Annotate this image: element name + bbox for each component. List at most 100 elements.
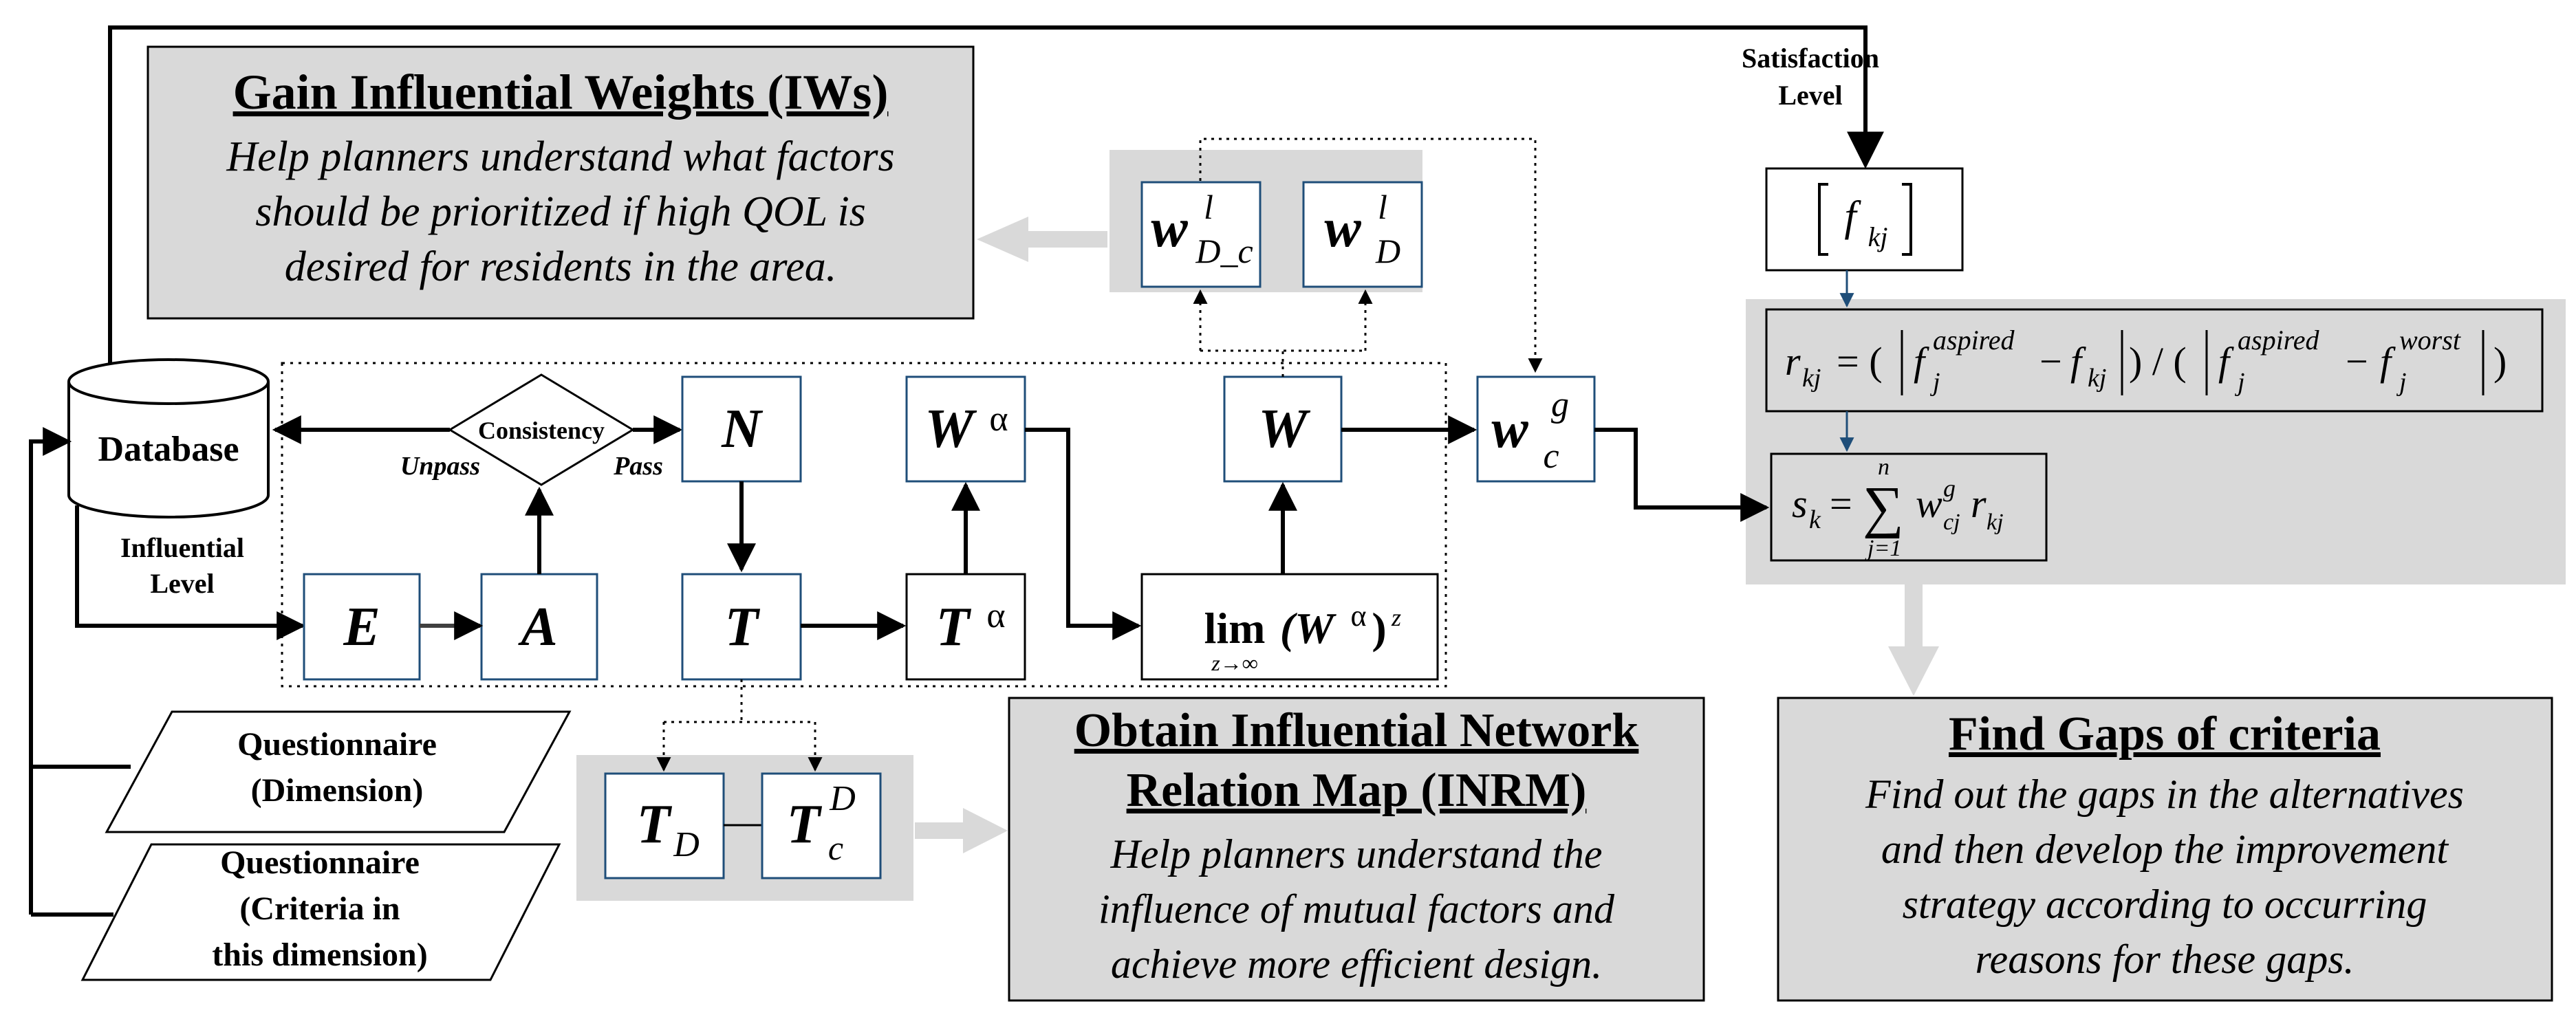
svg-text:r: r [1971,481,1987,526]
lim-w: (W [1280,604,1336,653]
svg-text:kj: kj [1987,510,2004,535]
svg-text:kj: kj [1802,364,1821,393]
t-symbol: T [725,597,761,657]
w-box [1223,375,1343,483]
e-symbol: E [343,597,380,657]
wcg-box [1476,375,1596,483]
svg-text:r: r [1785,339,1801,384]
svg-text:s: s [1792,481,1808,526]
pass-label: Pass [613,452,663,481]
lim-sub: z→∞ [1211,650,1257,675]
n-symbol: N [721,399,764,459]
walpha-to-lim-arrow [1025,428,1142,640]
lim-sup-z: z [1391,604,1401,631]
svg-text:w: w [1916,481,1942,526]
influential-label-1: Influential [120,532,244,563]
tcd-symbol: T [787,794,823,855]
wl-dc-sub: D_c [1195,232,1253,270]
satisfaction-arrow [108,25,1884,364]
unpass-label: Unpass [400,452,480,481]
svg-text:=: = [1830,481,1852,526]
gain-line-2: should be prioritized if high QOL is [255,188,866,235]
gain-weights-panel: Gain Influential Weights (IWs) Help plan… [147,45,975,320]
svg-text:worst: worst [2399,325,2461,356]
svg-text:): ) [2493,339,2507,384]
svg-text:(Criteria in: (Criteria in [239,890,400,927]
gain-title: Gain Influential Weights (IWs) [233,65,889,120]
wcg-sup: g [1551,385,1569,424]
questionnaire-criteria: Questionnaire (Criteria in this dimensio… [80,843,561,981]
svg-text:Consistency: Consistency [478,417,605,444]
gaps-panel: Find Gaps of criteria Find out the gaps … [1777,697,2553,1002]
fkj-sub: kj [1868,221,1888,252]
inrm-title-1: Obtain Influential Network [1074,704,1639,757]
svg-text:aspired: aspired [1933,325,2015,356]
wl-dc-w: w [1151,198,1188,259]
db-to-e-arrow [75,505,306,640]
td-sub: D [673,825,700,864]
grey-arrow-td [963,808,1008,853]
t-alpha-symbol: T [936,597,972,657]
svg-text:∑: ∑ [1863,475,1904,539]
inrm-title-2: Relation Map (INRM) [1127,764,1587,817]
w-alpha-box [905,375,1026,483]
w-to-weights-dotted [1193,138,1543,377]
svg-text:k: k [1809,505,1821,534]
gaps-line-4: reasons for these gaps. [1975,937,2354,982]
svg-text:this dimension): this dimension) [212,937,427,973]
svg-text:) / (: ) / ( [2129,339,2187,384]
w-alpha-symbol: W [924,399,977,459]
wcg-to-sk-arrow [1594,428,1770,522]
a-box [480,573,598,681]
wl-dc-sup: l [1204,188,1213,226]
satisfaction-label-2: Level [1778,80,1842,111]
svg-text:): ) [1372,604,1386,653]
td-box [604,772,725,879]
s-formula: s k = ∑ n j=1 w g cj r kj [1792,455,2004,561]
t-to-td-dotted [656,679,823,772]
svg-text:cj: cj [1943,510,1960,535]
t-alpha-box [905,573,1026,681]
n-box [681,375,802,483]
lim-symbol: lim [1204,604,1266,653]
svg-text:Questionnaire: Questionnaire [237,726,437,763]
wl-d-sup: l [1378,188,1387,226]
fkj-box [1765,167,1964,272]
gain-line-3: desired for residents in the area. [285,243,836,290]
svg-text:−: − [2039,339,2062,384]
svg-text:j=1: j=1 [1865,536,1901,561]
t-alpha-sup: α [986,596,1005,635]
inrm-panel: Obtain Influential Network Relation Map … [1008,697,1705,1002]
svg-text:= (: = ( [1837,339,1883,384]
a-symbol: A [517,597,557,657]
r-formula-box [1765,308,2544,413]
td-symbol: T [637,794,673,855]
svg-text:−: − [2346,339,2368,384]
wl-d-sub: D [1375,232,1400,270]
t-box [681,573,802,681]
w-alpha-sup: α [989,400,1008,439]
influential-label-2: Level [150,568,214,599]
wl-dc-box [1140,181,1262,288]
gaps-line-2: and then develop the improvement [1881,827,2449,872]
svg-text:(Dimension): (Dimension) [251,772,424,809]
gaps-line-3: strategy according to occurring [1903,882,2427,927]
svg-text:g: g [1943,474,1956,502]
consistency-diamond: Consistency [448,373,635,486]
grey-arrow-gaps [1888,646,1939,696]
wcg-w: w [1491,399,1528,459]
inrm-line-3: achieve more efficient design. [1111,941,1602,987]
lim-alpha: α [1350,599,1366,633]
s-formula-box [1770,452,2048,562]
lim-box [1140,573,1439,681]
w-symbol: W [1258,399,1310,459]
questionnaire-arrow [29,427,131,769]
gaps-line-1: Find out the gaps in the alternatives [1865,772,2464,817]
tcd-box [761,772,882,879]
tcd-sup: D [829,779,856,818]
questionnaire-dimension: Questionnaire (Dimension) [105,710,572,833]
inrm-line-1: Help planners understand the [1110,831,1603,877]
tcd-sub: c [828,829,843,867]
satisfaction-label-1: Satisfaction [1742,43,1879,74]
svg-text:n: n [1878,455,1890,480]
